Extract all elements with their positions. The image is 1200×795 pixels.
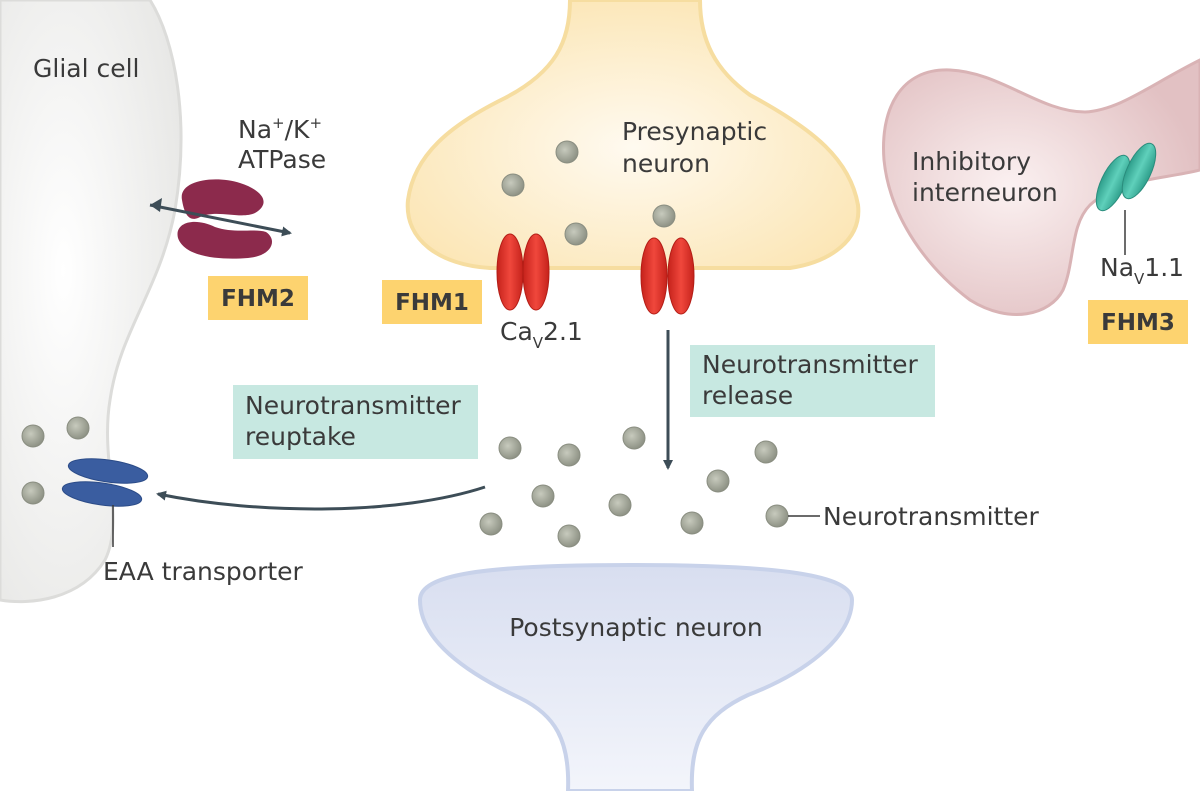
eaa-transporter (61, 458, 149, 547)
neurotransmitter-label: Neurotransmitter (823, 502, 1040, 531)
postsynaptic-neuron-body (417, 562, 855, 793)
vesicle (501, 173, 525, 197)
vesicle (754, 440, 778, 464)
fhm2-tag: FHM2 (208, 276, 308, 320)
postsynaptic-label: Postsynaptic neuron (509, 613, 763, 642)
vesicle (21, 481, 45, 505)
vesicle (531, 484, 555, 508)
nav-label: NaV1.1 (1100, 253, 1184, 288)
vesicle (557, 443, 581, 467)
cav2-1-channel-right (640, 237, 695, 315)
vesicle (555, 140, 579, 164)
glial-cell-label: Glial cell (33, 54, 140, 83)
inhibitory-label-line2: interneuron (912, 178, 1058, 207)
nav1-1-channel (1095, 142, 1157, 255)
vesicle (564, 222, 588, 246)
eaa-transporter-label: EAA transporter (103, 557, 304, 586)
inhibitory-interneuron-body (882, 58, 1200, 316)
release-box: Neurotransmitter release (690, 345, 935, 417)
svg-text:FHM2: FHM2 (221, 286, 295, 312)
presynaptic-neuron-body (405, 0, 861, 270)
svg-text:Neurotransmitter: Neurotransmitter (702, 350, 919, 379)
svg-text:release: release (702, 381, 793, 410)
vesicle (608, 493, 632, 517)
vesicle (498, 436, 522, 460)
vesicle (21, 424, 45, 448)
na-k-atpase-pump (149, 179, 292, 259)
reuptake-arrow (156, 485, 486, 511)
atpase-label: ATPase (238, 145, 326, 174)
atpase-exchange-arrow (149, 203, 292, 237)
reuptake-box: Neurotransmitter reuptake (233, 385, 478, 459)
cav2-1-channel-left (496, 233, 550, 311)
vesicle (557, 524, 581, 548)
vesicle (706, 469, 730, 493)
presynaptic-label-line2: neuron (622, 149, 710, 178)
vesicle (652, 204, 676, 228)
presynaptic-label-line1: Presynaptic (622, 117, 767, 146)
vesicle (479, 512, 503, 536)
vesicle (622, 426, 646, 450)
inhibitory-label-line1: Inhibitory (912, 147, 1031, 176)
glial-cell-body (0, 0, 183, 604)
svg-text:FHM1: FHM1 (395, 290, 469, 316)
vesicle (680, 511, 704, 535)
fhm3-tag: FHM3 (1088, 300, 1188, 344)
vesicle-labelled (765, 504, 789, 528)
svg-text:reuptake: reuptake (245, 422, 356, 451)
neurotransmitter-molecules (21, 140, 789, 548)
vesicle (66, 416, 90, 440)
cav-label: CaV2.1 (500, 317, 583, 352)
na-k-atpase-label: Na+/K+ (238, 114, 322, 144)
svg-text:FHM3: FHM3 (1101, 310, 1175, 336)
svg-text:Neurotransmitter: Neurotransmitter (245, 391, 462, 420)
fhm1-tag: FHM1 (382, 280, 482, 324)
